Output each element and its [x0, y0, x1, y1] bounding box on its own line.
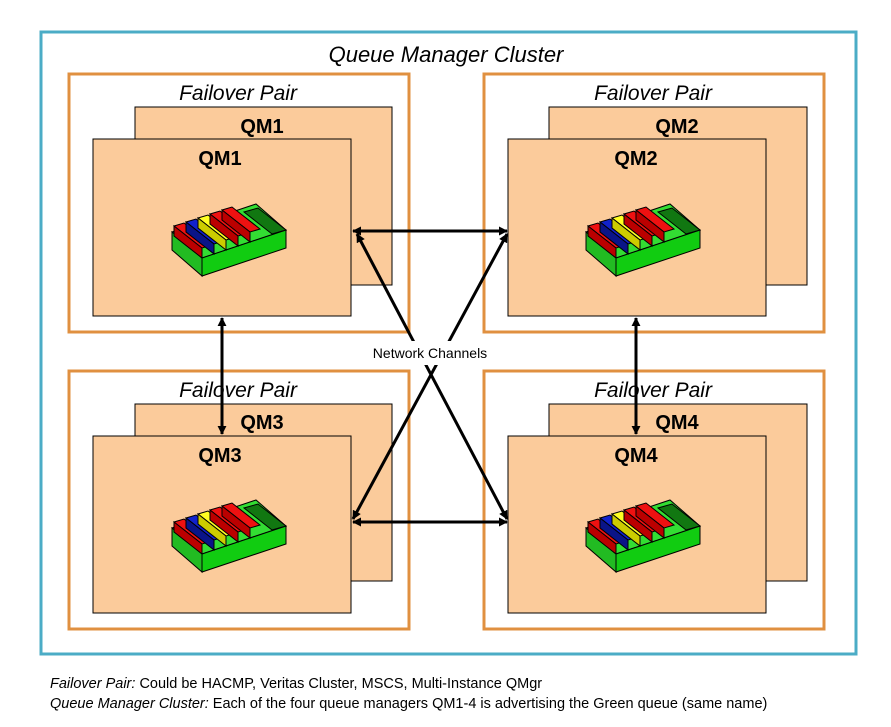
failover-pair-1: Failover Pair QM1 QM1: [67, 72, 411, 334]
network-channels-label: Network Channels: [373, 345, 487, 361]
active-qm-label: QM4: [614, 445, 658, 467]
active-qm-label: QM3: [198, 445, 241, 467]
standby-qm-label: QM1: [240, 116, 283, 138]
caption-queue-manager-cluster: Queue Manager Cluster: Each of the four …: [50, 696, 767, 712]
active-qm-label: QM2: [614, 148, 657, 170]
standby-qm-label: QM4: [655, 412, 699, 434]
caption-term: Failover Pair:: [50, 676, 136, 692]
cluster-title: Queue Manager Cluster: [329, 42, 565, 67]
standby-qm-label: QM3: [240, 412, 283, 434]
caption-term: Queue Manager Cluster:: [50, 696, 209, 712]
network-channels: [217, 226, 641, 527]
caption-failover-pair: Failover Pair: Could be HACMP, Veritas C…: [50, 676, 542, 692]
failover-pair-4: Failover Pair QM4 QM4: [482, 369, 826, 631]
standby-qm-label: QM2: [655, 116, 698, 138]
pair-label: Failover Pair: [179, 379, 298, 402]
channel-qm2-qm3: [351, 233, 509, 520]
failover-pair-3: Failover Pair QM3 QM3: [67, 369, 411, 631]
caption-text: Could be HACMP, Veritas Cluster, MSCS, M…: [135, 676, 543, 692]
pair-label: Failover Pair: [594, 379, 713, 402]
network-label-bg: [360, 341, 500, 365]
failover-pair-2: Failover Pair QM2 QM2: [482, 72, 826, 334]
caption-text: Each of the four queue managers QM1-4 is…: [208, 696, 768, 712]
active-qm-label: QM1: [198, 148, 241, 170]
pair-label: Failover Pair: [594, 82, 713, 105]
pair-label: Failover Pair: [179, 82, 298, 105]
